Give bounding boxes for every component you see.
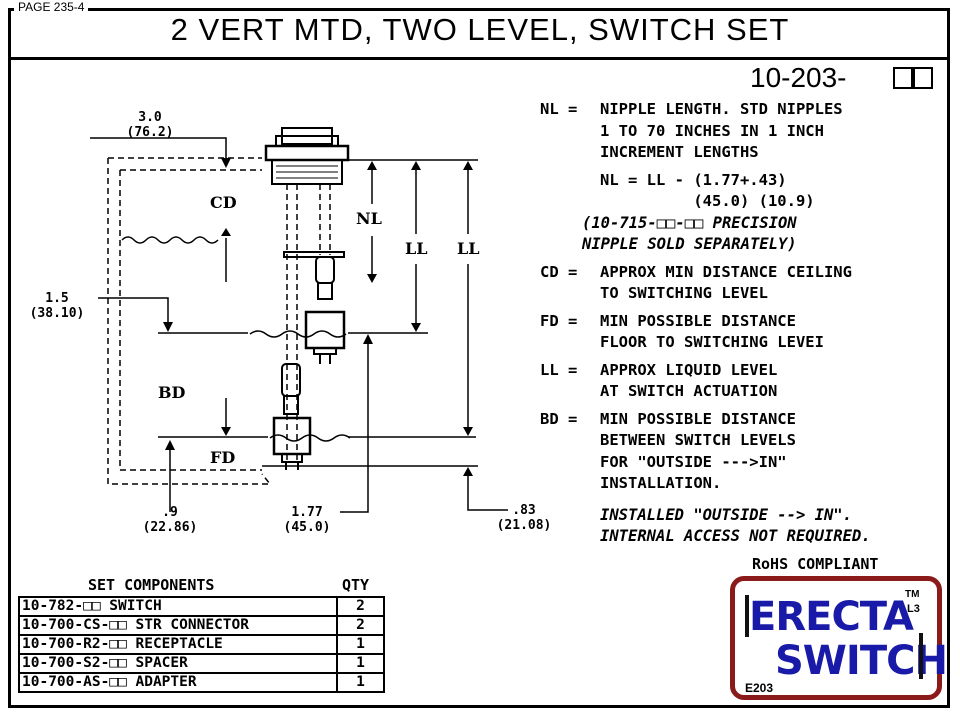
cd-label: CD [210,193,237,212]
part-number-box-2 [913,67,933,89]
upper-connector-plate [283,251,345,258]
logo-code: E203 [745,681,774,695]
arrowhead [411,323,421,332]
ll2-label: LL [457,239,480,258]
lower-liquid-wave [269,434,351,442]
nl-label: NL [356,209,382,228]
tank-wall-inner [119,170,262,471]
fd-label: FD [210,448,236,467]
rohs-label: RoHS COMPLIANT [752,555,879,573]
dim-3-leader [90,137,227,162]
arrowhead [411,161,421,170]
upper-switch-leads [319,354,331,364]
logo-bar-left [745,595,749,637]
logo-level: L3 [907,603,920,615]
precision-note-2: NIPPLE SOLD SEPARATELY) [582,235,797,253]
formula-line-2: (45.0) (10.9) [600,192,815,210]
flange [264,144,350,162]
adapter-body [271,159,343,185]
formula-line-1: NL = LL - (1.77+.43) [600,170,787,189]
upper-liquid-wave [249,330,347,338]
upper-connector [315,256,335,284]
arrowhead [221,427,231,436]
bd-label: BD [158,383,186,402]
arrowhead [367,161,377,170]
arrowhead [367,274,377,283]
note-fd: FD = MIN POSSIBLE DISTANCE FLOOR TO SWIT… [540,311,824,352]
title-bar [8,8,950,60]
dim-bottom-right: .83 (21.08) [496,503,552,533]
arrowhead [221,158,231,168]
notes-block: NL = NIPPLE LENGTH. STD NIPPLES 1 TO 70 … [540,99,945,548]
note-cd: CD = APPROX MIN DISTANCE CEILING TO SWIT… [540,262,852,303]
dim-bottom-mid: 1.77 (45.0) [283,505,331,535]
tank-wall-outer [107,158,272,485]
arrowhead [221,228,231,236]
arrowhead [463,467,473,476]
dim-1-5-leader [98,297,169,326]
upper-switch [304,310,346,350]
installed-note-1: INSTALLED "OUTSIDE --> IN". [600,505,852,524]
note-nl: NL = NIPPLE LENGTH. STD NIPPLES 1 TO 70 … [540,100,843,161]
erecta-switch-logo: ERECTA SWITCH TM L3 E203 [730,576,948,700]
qty-title: QTY [342,576,370,594]
dim-left-offset: 1.5 (38.10) [29,291,85,321]
arrowhead [463,161,473,170]
ll1-label: LL [405,239,428,258]
page-title: 2 VERT MTD, TWO LEVEL, SWITCH SET [170,12,790,47]
installed-note-2: INTERNAL ACCESS NOT REQUIRED. [600,527,871,545]
logo-bar-right [919,633,923,679]
dim-bottom-left: .9 (22.86) [142,505,198,535]
part-number-box-1 [893,67,913,89]
part-number: 10-203- [750,62,847,93]
upper-spacer [317,282,333,300]
ceiling-wave-line [121,236,219,244]
note-bd: BD = MIN POSSIBLE DISTANCE BETWEEN SWITC… [540,409,796,493]
arrowhead [165,440,175,450]
logo-text-top: ERECTA [749,594,914,640]
logo-trademark: TM [905,589,920,600]
lower-spacer [283,395,299,415]
lower-switch-tip [281,453,303,463]
adapter-threads [276,165,338,179]
note-ll: LL = APPROX LIQUID LEVEL AT SWITCH ACTUA… [540,360,778,401]
arrowhead [163,322,173,332]
dim-0-83-leader [467,472,508,511]
page-label: PAGE 235-4 [14,0,89,14]
dim-top-width: 3.0 (76.2) [126,110,174,140]
arrowhead [463,427,473,436]
precision-note-1: (10-715-□□-□□ PRECISION [582,213,797,232]
dim-1-77-leader [340,340,369,513]
table-title: SET COMPONENTS [88,576,215,594]
upper-switch-tip [313,347,337,355]
arrowhead [363,334,373,344]
